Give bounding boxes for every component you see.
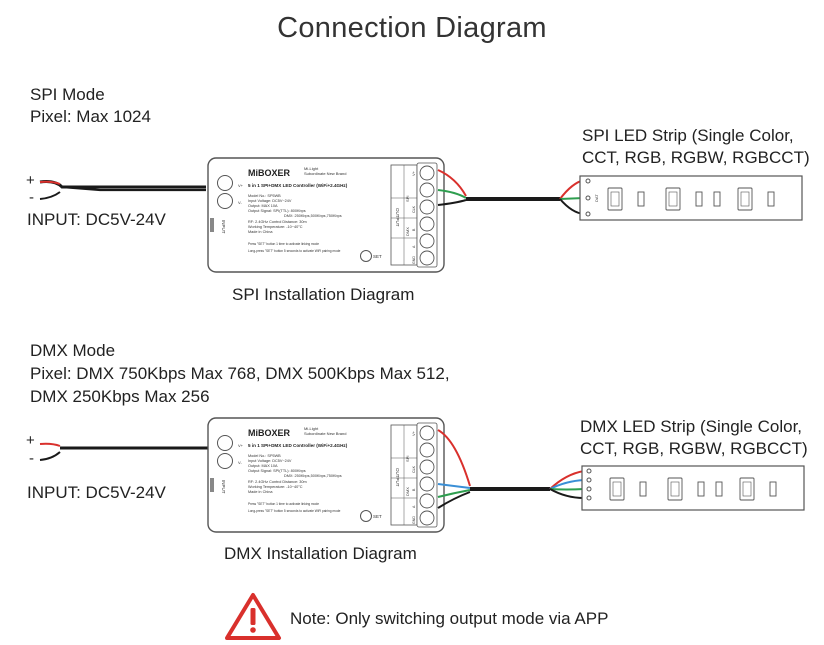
dmx-controller-hint2: Long-press "SET" button 5 seconds to act… bbox=[248, 509, 341, 513]
spi-controller-pin-gnd: GND bbox=[412, 256, 416, 264]
dmx-controller-output: Output: MAX 10A bbox=[248, 464, 278, 468]
spi-controller-signal: Output Signal: SPI(TTL): 800Kbps bbox=[248, 209, 306, 213]
page-title: Connection Diagram bbox=[277, 12, 547, 44]
dmx-controller-model: Model No.: SP5WB bbox=[248, 454, 281, 458]
dmx-controller-pin-gnd: GND bbox=[412, 516, 416, 524]
spi-caption: SPI Installation Diagram bbox=[232, 285, 415, 304]
dmx-mode-label: DMX Mode bbox=[30, 341, 116, 360]
dmx-minus-sign: - bbox=[29, 450, 34, 467]
dmx-plus-sign: + bbox=[26, 432, 35, 449]
spi-input-wire-red bbox=[39, 180, 61, 185]
warning-icon bbox=[225, 593, 281, 640]
dmx-strip-label-line2: CCT, RGB, RGBW, RGBCCT) bbox=[580, 439, 808, 458]
spi-controller-made: Made in China bbox=[248, 230, 273, 234]
spi-controller-set-label: SET bbox=[373, 254, 382, 259]
spi-controller: MiBOXER Mi-Light Subordinate New Brand 5… bbox=[207, 157, 445, 273]
spi-controller-product: 5 in 1 SPI+DMX LED Controller (WiFi+2.4G… bbox=[248, 183, 348, 188]
spi-strip-label-line1: SPI LED Strip (Single Color, bbox=[582, 126, 794, 145]
dmx-controller-brand-tag1: Mi-Light bbox=[304, 426, 319, 431]
dmx-controller-dmx-rate: DMX: 250Kbps,500Kbps,750Kbps bbox=[284, 474, 342, 478]
spi-plus-sign: + bbox=[26, 172, 35, 189]
spi-controller-output: Output: MAX 10A bbox=[248, 204, 278, 208]
dmx-controller: MiBOXER Mi-Light Subordinate New Brand 5… bbox=[207, 417, 445, 533]
spi-input-wire-black bbox=[39, 191, 61, 200]
spi-controller-vplus: V+ bbox=[238, 183, 244, 188]
note-text: Note: Only switching output mode via APP bbox=[290, 609, 609, 628]
dmx-controller-dmx-label: DMX bbox=[405, 487, 410, 496]
dmx-input-wire-red bbox=[39, 442, 61, 447]
dmx-controller-product: 5 in 1 SPI+DMX LED Controller (WiFi+2.4G… bbox=[248, 443, 348, 448]
spi-controller-vminus: V- bbox=[238, 200, 242, 205]
dmx-led-strip bbox=[581, 465, 805, 511]
spi-controller-output-label: OUTPUT bbox=[395, 208, 400, 227]
dmx-controller-made: Made in China bbox=[248, 490, 273, 494]
spi-controller-voltage: Input Voltage: DC5V~24V bbox=[248, 199, 292, 203]
spi-controller-pin-b: B bbox=[412, 228, 416, 231]
spi-controller-temp: Working Temperature: -10~40°C bbox=[248, 225, 303, 229]
spi-controller-pin-clk: CLK bbox=[412, 205, 416, 213]
spi-controller-dmx-rate: DMX: 250Kbps,500Kbps,750Kbps bbox=[284, 214, 342, 218]
spi-controller-input-label: INPUT bbox=[221, 220, 226, 234]
spi-strip-label-line2: CCT, RGB, RGBW, RGBCCT) bbox=[582, 148, 810, 167]
dmx-controller-output-label: OUTPUT bbox=[395, 468, 400, 487]
dmx-controller-rf: RF: 2.4GHz Control Distance: 30m bbox=[248, 480, 307, 484]
spi-input-label: INPUT: DC5V-24V bbox=[27, 210, 166, 229]
spi-controller-dmx-label: DMX bbox=[405, 227, 410, 236]
dmx-controller-pin-b: B bbox=[412, 488, 416, 491]
dmx-controller-vminus: V- bbox=[238, 460, 242, 465]
dmx-controller-spi-label: SPI bbox=[405, 456, 410, 462]
spi-controller-hint2: Long-press "SET" button 5 seconds to act… bbox=[248, 249, 341, 253]
spi-minus-sign: - bbox=[29, 189, 34, 206]
spi-controller-brand: MiBOXER bbox=[248, 168, 291, 178]
dmx-controller-input-label: INPUT bbox=[221, 480, 226, 494]
dmx-controller-brand: MiBOXER bbox=[248, 428, 291, 438]
dmx-controller-brand-tag2: Subordinate New Brand bbox=[304, 431, 346, 436]
dmx-controller-set-label: SET bbox=[373, 514, 382, 519]
dmx-controller-pin-a: A bbox=[412, 505, 416, 508]
spi-controller-brand-tag2: Subordinate New Brand bbox=[304, 171, 346, 176]
spi-pixel-label: Pixel: Max 1024 bbox=[30, 107, 151, 126]
dmx-controller-hint1: Press "SET" button 1 time to activate li… bbox=[248, 502, 319, 506]
spi-controller-brand-tag1: Mi-Light bbox=[304, 166, 319, 171]
dmx-controller-voltage: Input Voltage: DC5V~24V bbox=[248, 459, 292, 463]
dmx-controller-pin-vplus: V+ bbox=[411, 430, 416, 436]
dmx-controller-vplus: V+ bbox=[238, 443, 244, 448]
dmx-controller-temp: Working Temperature: -10~40°C bbox=[248, 485, 303, 489]
spi-controller-model: Model No.: SP5WB bbox=[248, 194, 281, 198]
dmx-pixel-label-line1: Pixel: DMX 750Kbps Max 768, DMX 500Kbps … bbox=[30, 364, 450, 383]
spi-led-strip: DAT bbox=[579, 175, 803, 221]
spi-controller-pin-vplus: V+ bbox=[411, 170, 416, 176]
dmx-pixel-label-line2: DMX 250Kbps Max 256 bbox=[30, 387, 210, 406]
dmx-strip-label-line1: DMX LED Strip (Single Color, bbox=[580, 417, 803, 436]
dmx-input-wire-black bbox=[39, 451, 61, 461]
spi-controller-pin-a: A bbox=[412, 245, 416, 248]
spi-controller-rf: RF: 2.4GHz Control Distance: 30m bbox=[248, 220, 307, 224]
dmx-controller-signal: Output Signal: SPI(TTL): 800Kbps bbox=[248, 469, 306, 473]
spi-controller-spi-label: SPI bbox=[405, 196, 410, 202]
dmx-input-label: INPUT: DC5V-24V bbox=[27, 483, 166, 502]
dmx-controller-pin-clk: CLK bbox=[412, 465, 416, 473]
dmx-caption: DMX Installation Diagram bbox=[224, 544, 417, 563]
spi-mode-label: SPI Mode bbox=[30, 85, 105, 104]
spi-controller-hint1: Press "SET" button 1 time to activate li… bbox=[248, 242, 319, 246]
svg-text:DAT: DAT bbox=[594, 194, 599, 202]
